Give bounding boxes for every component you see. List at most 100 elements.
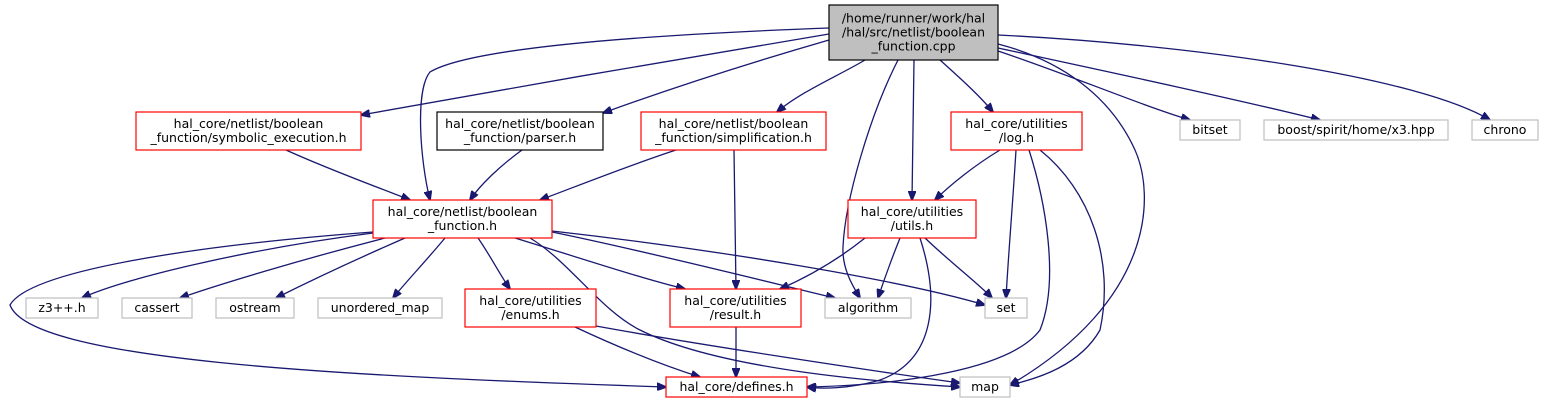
node-box (317, 297, 443, 319)
edge-simplification-to-result (734, 149, 736, 289)
edge-root-to-map (997, 43, 1146, 385)
node-label-line: _function/simplification.h (654, 130, 812, 145)
edge-root-to-algorithm (842, 59, 899, 298)
node-label-line: set (996, 300, 1015, 315)
edge-bfh-to-result (514, 237, 685, 289)
edge-root-to-x3 (997, 47, 1320, 120)
node-parser[interactable]: hal_core/netlist/boolean_function/parser… (436, 111, 604, 151)
node-label-line: ostream (229, 300, 280, 315)
node-symbolic[interactable]: hal_core/netlist/boolean_function/symbol… (135, 111, 362, 151)
node-label-line: hal_core/netlist/boolean (174, 116, 324, 131)
edges-layer (9, 27, 1490, 388)
node-box (824, 297, 912, 319)
node-utils[interactable]: hal_core/utilities/utils.h (847, 199, 977, 239)
node-box (828, 4, 999, 61)
edge-log-to-map (1010, 149, 1105, 385)
edge-root-to-bitset (997, 50, 1190, 120)
node-box (959, 376, 1011, 398)
node-label-line: hal_core/netlist/boolean (388, 204, 538, 219)
node-box (984, 297, 1028, 319)
node-box (436, 111, 604, 151)
edge-log-to-set (1006, 149, 1017, 298)
edge-root-to-chrono (997, 34, 1490, 120)
node-label-line: map (971, 379, 999, 394)
node-label-line: hal_core/utilities (861, 204, 963, 219)
node-cassert: cassert (121, 297, 193, 319)
node-ostream: ostream (215, 297, 295, 319)
node-algorithm: algorithm (824, 297, 912, 319)
node-x3: boost/spirit/home/x3.hpp (1263, 119, 1449, 141)
edge-bfh-to-set (551, 230, 985, 305)
node-label-line: /log.h (999, 130, 1034, 145)
node-label-line: hal_core/utilities (684, 293, 786, 308)
edge-bfh-to-umap (393, 237, 446, 298)
node-simplification[interactable]: hal_core/netlist/boolean_function/simpli… (640, 111, 827, 151)
edge-root-to-utils (912, 59, 914, 200)
node-label-line: hal_core/utilities (479, 293, 581, 308)
node-label-line: hal_core/netlist/boolean (445, 116, 595, 131)
node-label-line: hal_core/defines.h (679, 379, 793, 394)
node-label-line: hal_core/utilities (965, 116, 1067, 131)
edge-enums-to-defines (574, 326, 700, 377)
edge-bfh-to-defines (9, 231, 666, 387)
node-box (1471, 119, 1539, 141)
edge-utils-to-result (780, 237, 866, 289)
edge-bfh-to-ostream (276, 237, 406, 298)
edge-bfh-to-z3 (82, 232, 374, 298)
node-root: /home/runner/work/hal/hal/src/netlist/bo… (828, 4, 999, 61)
node-box (25, 297, 99, 319)
node-log[interactable]: hal_core/utilities/log.h (950, 111, 1083, 151)
node-label-line: _function.h (427, 218, 497, 233)
node-enums[interactable]: hal_core/utilities/enums.h (464, 288, 597, 328)
edge-simplification-to-bfh (540, 149, 677, 200)
node-defines[interactable]: hal_core/defines.h (665, 376, 808, 398)
node-bfh[interactable]: hal_core/netlist/boolean_function.h (372, 199, 553, 239)
node-box (640, 111, 827, 151)
node-box (1263, 119, 1449, 141)
node-map: map (959, 376, 1011, 398)
node-box (215, 297, 295, 319)
node-box (665, 376, 808, 398)
node-box (121, 297, 193, 319)
node-result[interactable]: hal_core/utilities/result.h (669, 288, 802, 328)
node-label-line: /hal/src/netlist/boolean (842, 25, 985, 40)
edge-utils-to-defines (807, 237, 932, 388)
node-box (950, 111, 1083, 151)
edge-root-to-bfh (419, 27, 830, 200)
edge-symbolic-to-bfh (285, 149, 410, 200)
node-box (669, 288, 802, 328)
node-label-line: unordered_map (331, 300, 430, 315)
nodes-layer: /home/runner/work/hal/hal/src/netlist/bo… (25, 4, 1539, 398)
node-bitset: bitset (1179, 119, 1241, 141)
edge-bfh-to-cassert (180, 237, 386, 298)
node-box (464, 288, 597, 328)
node-box (372, 199, 553, 239)
node-label-line: hal_core/netlist/boolean (659, 116, 809, 131)
edge-root-to-simplification (777, 59, 866, 112)
node-label-line: /utils.h (891, 218, 933, 233)
edge-bfh-to-map (529, 237, 960, 387)
node-label-line: z3++.h (38, 300, 85, 315)
edge-bfh-to-algorithm (551, 231, 835, 298)
node-box (135, 111, 362, 151)
node-label-line: _function/symbolic_execution.h (149, 130, 346, 145)
node-umap: unordered_map (317, 297, 443, 319)
node-box (847, 199, 977, 239)
node-label-line: _function.cpp (870, 39, 955, 54)
node-label-line: /home/runner/work/hal (842, 11, 985, 26)
node-label-line: bitset (1192, 122, 1228, 137)
edge-root-to-parser (603, 39, 830, 113)
node-box (1179, 119, 1241, 141)
edge-bfh-to-enums (477, 237, 510, 289)
node-z3: z3++.h (25, 297, 99, 319)
edge-root-to-symbolic (361, 33, 830, 115)
node-set: set (984, 297, 1028, 319)
node-chrono: chrono (1471, 119, 1539, 141)
node-label-line: chrono (1484, 122, 1527, 137)
edge-root-to-log (939, 59, 993, 112)
node-label-line: /enums.h (501, 307, 559, 322)
edge-enums-to-map (595, 325, 960, 383)
edge-utils-to-set (924, 237, 992, 298)
node-label-line: _function/parser.h (463, 130, 576, 145)
edge-utils-to-algorithm (878, 237, 901, 298)
